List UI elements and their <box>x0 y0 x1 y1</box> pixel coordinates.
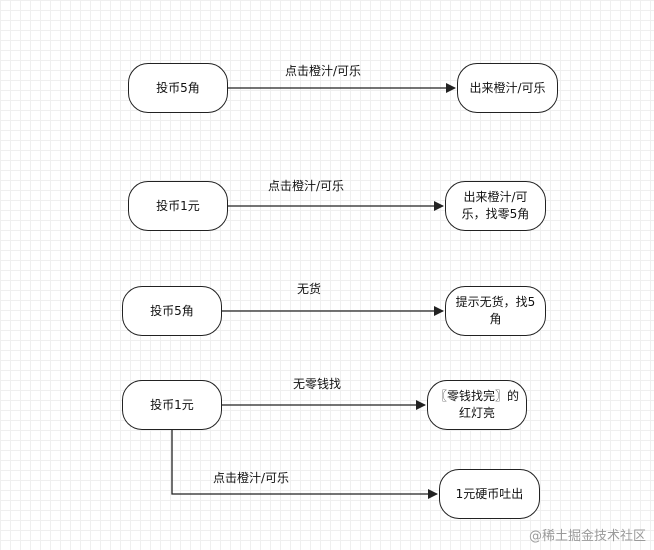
watermark: @稀土掘金技术社区 <box>529 525 646 544</box>
edge-label-4: 无零钱找 <box>293 377 342 391</box>
node-coin-5jiao-2[interactable]: 投币5角 <box>122 286 222 336</box>
node-label: 〖零钱找完〗的红灯亮 <box>434 389 519 420</box>
node-coin-return[interactable]: 1元硬币吐出 <box>439 469 540 519</box>
edge-label-1: 点击橙汁/可乐 <box>285 64 362 78</box>
node-label: 投币5角 <box>150 303 194 318</box>
edge-label-2: 点击橙汁/可乐 <box>268 179 345 193</box>
node-no-change-light[interactable]: 〖零钱找完〗的红灯亮 <box>427 380 527 430</box>
node-dispense-drink[interactable]: 出来橙汁/可乐 <box>457 63 558 113</box>
node-label: 出来橙汁/可乐 <box>469 80 546 95</box>
watermark-text: @稀土掘金技术社区 <box>528 529 646 544</box>
node-label: 投币1元 <box>156 198 200 213</box>
edge-label-3: 无货 <box>297 282 322 296</box>
node-label: 投币5角 <box>156 80 200 95</box>
node-label: 出来橙汁/可乐，找零5角 <box>461 190 530 221</box>
node-label: 提示无货，找5角 <box>455 295 536 326</box>
node-coin-1yuan-1[interactable]: 投币1元 <box>128 181 228 231</box>
arrow-a4-b5 <box>171 430 438 499</box>
node-out-of-stock[interactable]: 提示无货，找5角 <box>445 286 546 336</box>
node-label: 1元硬币吐出 <box>455 486 524 501</box>
edge-label-5: 点击橙汁/可乐 <box>213 471 290 485</box>
node-dispense-drink-change[interactable]: 出来橙汁/可乐，找零5角 <box>445 181 546 231</box>
node-label: 投币1元 <box>150 397 194 412</box>
node-coin-5jiao-1[interactable]: 投币5角 <box>128 63 228 113</box>
node-coin-1yuan-2[interactable]: 投币1元 <box>122 380 222 430</box>
